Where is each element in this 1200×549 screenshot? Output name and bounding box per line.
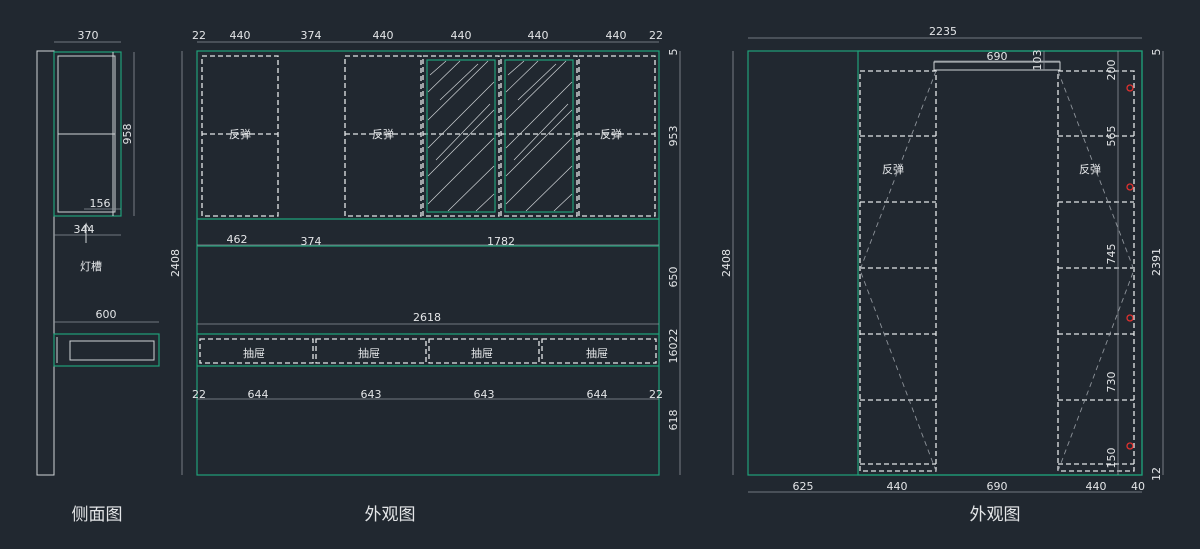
push-open-label: 反弹 — [600, 127, 622, 141]
front-view: 反弹 反弹 反弹 抽屉 抽屉 抽屉 抽屉 22 440 374 440 440 … — [169, 29, 681, 525]
dim-right: 650 — [667, 267, 680, 288]
dim-bottom: 690 — [987, 480, 1008, 493]
front-outline — [196, 50, 660, 476]
dim-top: 440 — [528, 29, 549, 42]
dim-bottom: 644 — [587, 388, 608, 401]
hinge-marker — [1126, 84, 1134, 92]
dim-full-width: 2618 — [413, 311, 441, 324]
dim-side-depth: 344 — [74, 223, 95, 236]
side-wall — [36, 50, 55, 476]
dim-top: 440 — [606, 29, 627, 42]
dim-right: 5 — [1150, 49, 1163, 56]
drawer-label: 抽屉 — [471, 346, 493, 360]
dim-bottom: 644 — [248, 388, 269, 401]
dim-drawer-depth: 600 — [96, 308, 117, 321]
dim-bottom: 440 — [1086, 480, 1107, 493]
light-groove-label: 灯槽 — [80, 260, 102, 273]
dim-inner: 565 — [1105, 126, 1118, 147]
upper-doors: 反弹 反弹 反弹 — [201, 55, 656, 217]
dim-inner: 730 — [1105, 372, 1118, 393]
dim-side-height: 958 — [121, 124, 134, 145]
dim-inner: 745 — [1105, 244, 1118, 265]
elevation-view-title: 外观图 — [970, 505, 1021, 525]
dim-right: 618 — [667, 410, 680, 431]
arrow-icon — [81, 222, 91, 243]
glass-door-1 — [422, 55, 500, 217]
dim-side-top: 370 — [78, 29, 99, 42]
door-1 — [201, 55, 279, 217]
door-2 — [344, 55, 422, 217]
drawer-label: 抽屉 — [358, 346, 380, 360]
dim-right: 16022 — [667, 329, 680, 364]
dim-left: 2408 — [720, 249, 733, 277]
drawers: 抽屉 抽屉 抽屉 抽屉 — [199, 338, 657, 364]
dim-right: 12 — [1150, 467, 1163, 481]
dim-top: 440 — [373, 29, 394, 42]
hinge-marker — [1126, 442, 1134, 450]
upper-cabinet-side — [53, 51, 122, 217]
glass-door-2 — [500, 55, 578, 217]
elevation-view: 反弹 反弹 2235 690 103 2408 20 — [720, 25, 1164, 525]
dim-bottom: 22 — [192, 388, 206, 401]
push-open-label: 反弹 — [1079, 162, 1101, 176]
dim-right: 5 — [667, 49, 680, 56]
dim-gap-width: 690 — [987, 50, 1008, 63]
dim-top: 22 — [192, 29, 206, 42]
push-open-label: 反弹 — [372, 127, 394, 141]
hinge-marker — [1126, 183, 1134, 191]
elevation-outline — [747, 50, 1143, 476]
dim-right: 953 — [667, 126, 680, 147]
dim-left: 2408 — [169, 249, 182, 277]
drawer-label: 抽屉 — [586, 346, 608, 360]
side-view-title: 侧面图 — [72, 505, 123, 525]
dim-overall-width: 2235 — [929, 25, 957, 38]
top-gap — [933, 61, 1061, 71]
hinge-marker — [1126, 314, 1134, 322]
left-column: 反弹 — [859, 70, 937, 472]
dim-mid: 462 — [227, 233, 248, 246]
dim-top: 440 — [451, 29, 472, 42]
push-open-label: 反弹 — [882, 162, 904, 176]
drawer-1 — [199, 338, 314, 364]
dim-bottom: 625 — [793, 480, 814, 493]
dim-inner: 200 — [1105, 60, 1118, 81]
glass-hatch — [427, 60, 573, 212]
dim-light-groove: 156 — [90, 197, 111, 210]
dim-mid: 1782 — [487, 235, 515, 248]
dim-right: 2391 — [1150, 248, 1163, 276]
dim-bottom: 440 — [887, 480, 908, 493]
drawer-side — [53, 333, 160, 367]
front-view-title: 外观图 — [365, 505, 416, 525]
dim-bottom: 40 — [1131, 480, 1145, 493]
dim-top: 374 — [301, 29, 322, 42]
drawer-4 — [541, 338, 657, 364]
push-open-label: 反弹 — [229, 127, 251, 141]
dim-bottom: 643 — [361, 388, 382, 401]
dim-mid: 374 — [301, 235, 322, 248]
dim-bottom: 643 — [474, 388, 495, 401]
dim-gap-height: 103 — [1031, 50, 1044, 71]
dim-top: 440 — [230, 29, 251, 42]
dim-bottom: 22 — [649, 388, 663, 401]
drawer-2 — [315, 338, 427, 364]
door-3 — [578, 55, 656, 217]
right-column: 反弹 — [1057, 70, 1135, 472]
side-view: 370 958 156 344 灯槽 600 侧面图 — [36, 29, 160, 525]
drawer-label: 抽屉 — [243, 346, 265, 360]
dim-inner: 150 — [1105, 448, 1118, 469]
dim-top: 22 — [649, 29, 663, 42]
drawer-3 — [428, 338, 540, 364]
